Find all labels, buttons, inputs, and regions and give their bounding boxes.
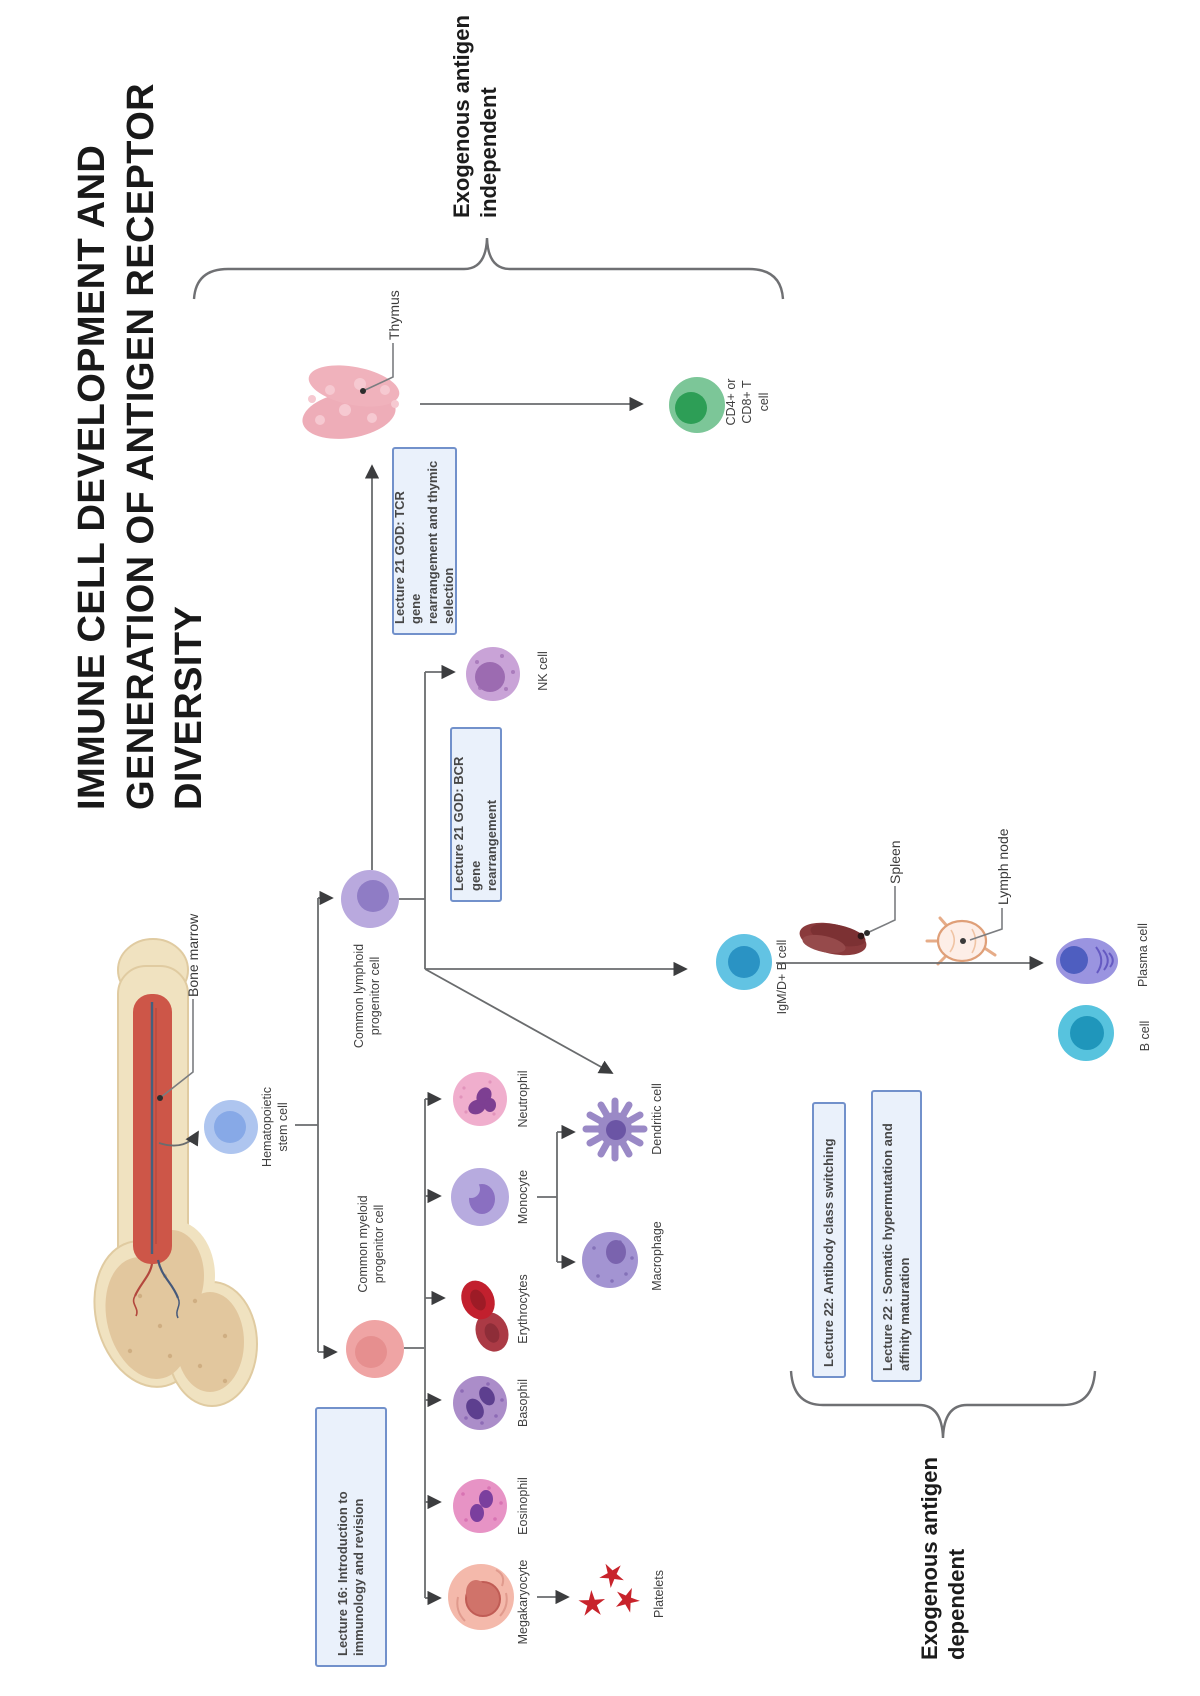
igm-b-cell-label: IgM/D+ B cell <box>775 939 789 1015</box>
lecture22-shm-box: Lecture 22 : Somatic hypermutation and a… <box>871 1090 922 1382</box>
macrophage-label: Macrophage <box>650 1221 664 1291</box>
lymph-node-label: Lymph node <box>995 828 1011 905</box>
lecture21-tcr-box: Lecture 21 GOD: TCR gene rearrangement a… <box>392 447 457 635</box>
platelets-illustration <box>578 1563 640 1616</box>
erythrocytes-label: Erythrocytes <box>516 1274 530 1344</box>
spleen-label: Spleen <box>887 840 903 884</box>
cmp-cell <box>346 1320 404 1378</box>
eosinophil-cell <box>453 1479 507 1533</box>
bone-marrow-illustration <box>93 938 258 1407</box>
megakaryocyte-label: Megakaryocyte <box>516 1559 530 1645</box>
monocyte-cell <box>451 1168 509 1226</box>
megakaryocyte-cell <box>448 1564 514 1630</box>
clp-label: Common lymphoid progenitor cell <box>352 943 383 1049</box>
label-leader-lines <box>159 343 1003 1099</box>
hsc-cell <box>204 1100 258 1154</box>
t-cell <box>669 377 725 433</box>
eosinophil-label: Eosinophil <box>516 1477 530 1535</box>
leader-dots <box>157 388 870 1101</box>
dependent-brace <box>789 1370 1097 1439</box>
lecture21-bcr-box: Lecture 21 GOD: BCR gene rearrangement <box>450 727 502 902</box>
thymus-label: Thymus <box>386 290 402 340</box>
lineage-connectors <box>158 396 1044 1606</box>
lymph-node-illustration <box>925 916 997 966</box>
igm-b-cell <box>716 934 772 990</box>
basophil-cell <box>453 1376 507 1430</box>
monocyte-label: Monocyte <box>516 1169 530 1225</box>
hsc-label: Hematopoietic stem cell <box>260 1087 291 1167</box>
neutrophil-label: Neutrophil <box>516 1070 530 1128</box>
independent-brace-label: Exogenous antigen independent <box>449 15 502 218</box>
macrophage-cell <box>582 1232 638 1288</box>
neutrophil-cell <box>453 1072 507 1126</box>
cmp-label: Common myeloid progenitor cell <box>356 1195 387 1293</box>
erythrocytes-cell <box>461 1280 509 1352</box>
plasma-cell <box>1056 938 1118 984</box>
independent-brace <box>192 237 785 300</box>
clp-cell <box>341 870 399 928</box>
b-cell-label: B cell <box>1138 1020 1152 1052</box>
lecture21-tcr-text: Lecture 21 GOD: TCR gene rearrangement a… <box>391 460 456 624</box>
dendritic-label: Dendritic cell <box>650 1083 664 1155</box>
lecture22-class-switching-box: Lecture 22: Antibody class switching <box>812 1102 846 1378</box>
lecture21-bcr-text: Lecture 21 GOD: BCR gene rearrangement <box>451 756 500 891</box>
nk-cell <box>466 647 520 701</box>
lecture16-intro-box: Lecture 16: Introduction to immunology a… <box>315 1407 387 1667</box>
bone-marrow-label: Bone marrow <box>185 913 201 997</box>
grouping-braces <box>192 237 1097 1439</box>
lecture22-shm-text: Lecture 22 : Somatic hypermutation and a… <box>880 1123 912 1371</box>
platelets-label: Platelets <box>652 1570 666 1618</box>
lecture22-class-switching-text: Lecture 22: Antibody class switching <box>820 1138 836 1367</box>
nk-label: NK cell <box>536 651 550 691</box>
dependent-brace-label: Exogenous antigen dependent <box>917 1457 970 1660</box>
basophil-label: Basophil <box>516 1379 530 1427</box>
t-cell-label: CD4+ or CD8+ T cell <box>724 378 771 426</box>
lecture16-intro-text: Lecture 16: Introduction to immunology a… <box>334 1491 366 1656</box>
thymus-illustration <box>302 365 400 439</box>
b-cell <box>1058 1005 1114 1061</box>
slide-title: IMMUNE CELL DEVELOPMENT AND GENERATION O… <box>71 82 211 810</box>
plasma-cell-label: Plasma cell <box>1136 923 1150 987</box>
dendritic-cell <box>582 1097 648 1162</box>
spleen-illustration <box>799 922 867 956</box>
